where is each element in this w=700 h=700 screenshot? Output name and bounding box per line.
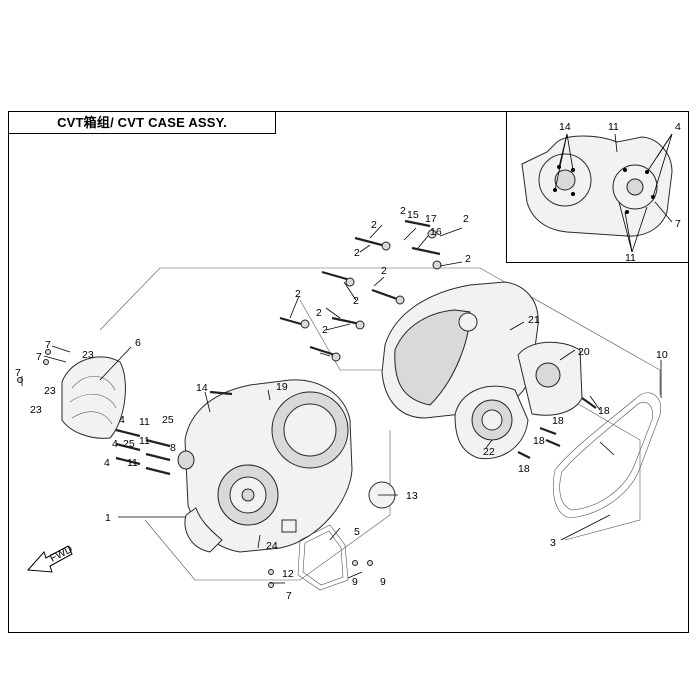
gasket-part (552, 392, 662, 519)
callout-25: 25 (123, 438, 135, 450)
callout-12: 12 (282, 568, 294, 580)
callout-2: 2 (371, 219, 377, 231)
fan-housing-part (454, 385, 529, 460)
callout-9: 9 (352, 576, 358, 588)
cvt-outer-cover-part (381, 281, 539, 419)
callout-5: 5 (354, 526, 360, 538)
callout-2: 2 (400, 205, 406, 217)
callout-23: 23 (82, 349, 94, 361)
inset-callout-7: 7 (675, 218, 681, 230)
callout-18: 18 (518, 463, 530, 475)
callout-14: 14 (196, 382, 208, 394)
inset-callout-11: 11 (625, 252, 636, 264)
callout-22: 22 (483, 446, 495, 458)
callout-6: 6 (135, 337, 141, 349)
callout-10: 10 (656, 349, 668, 361)
callout-23: 23 (44, 385, 56, 397)
callout-4: 4 (119, 414, 125, 426)
callout-13: 13 (406, 490, 418, 502)
left-shield-part (61, 356, 126, 439)
callout-7: 7 (286, 590, 292, 602)
callout-11: 11 (139, 435, 150, 447)
callout-2: 2 (295, 288, 301, 300)
callout-23: 23 (30, 404, 42, 416)
callout-18: 18 (598, 405, 610, 417)
callout-18: 18 (533, 435, 545, 447)
bushing-part (281, 519, 297, 533)
callout-2: 2 (465, 253, 471, 265)
callout-labels: 1 2 2 2 2 2 2 2 2 2 2 3 4 4 4 5 6 7 7 7 … (15, 205, 668, 602)
leader-lines (21, 224, 662, 584)
callout-2: 2 (463, 213, 469, 225)
callout-2: 2 (322, 324, 328, 336)
callout-2: 2 (354, 247, 360, 259)
callout-7: 7 (15, 367, 21, 379)
callout-1: 1 (105, 512, 111, 524)
plate-part (517, 341, 583, 416)
callout-25: 25 (162, 414, 174, 426)
callout-19: 19 (276, 381, 288, 393)
inset-callout-14: 14 (559, 121, 571, 133)
callout-7: 7 (36, 351, 42, 363)
callout-21: 21 (528, 314, 540, 326)
callout-20: 20 (578, 346, 590, 358)
callout-3: 3 (550, 537, 556, 549)
seal-part (177, 450, 195, 470)
callout-24: 24 (266, 540, 278, 552)
callout-4: 4 (112, 438, 118, 450)
callout-9: 9 (380, 576, 386, 588)
callout-8: 8 (170, 442, 176, 454)
inset-detail-view: 14 11 4 7 11 (506, 111, 689, 264)
diagram-frame (8, 111, 689, 633)
callout-17: 17 (425, 213, 437, 225)
small-gasket-part (297, 524, 349, 591)
fwd-arrow-icon: FWD (26, 543, 75, 573)
inset-callout-11: 11 (608, 121, 619, 133)
callout-11: 11 (127, 457, 138, 469)
callout-11: 11 (139, 416, 150, 428)
assembly-boundary-line (99, 267, 661, 395)
assembly-title: CVT箱组/ CVT CASE ASSY. (8, 111, 276, 134)
callout-4: 4 (104, 457, 110, 469)
washer-group (17, 229, 442, 588)
callout-2: 2 (353, 295, 359, 307)
callout-2: 2 (381, 265, 387, 277)
inset-callout-4: 4 (675, 121, 681, 133)
fwd-label: FWD (48, 543, 75, 565)
callout-7: 7 (45, 339, 51, 351)
callout-16: 16 (430, 226, 442, 238)
callout-15: 15 (407, 209, 419, 221)
cvt-inner-case-part (184, 379, 353, 553)
callout-2: 2 (316, 307, 322, 319)
callout-18: 18 (552, 415, 564, 427)
inset-drawing: 14 11 4 7 11 (521, 121, 681, 264)
